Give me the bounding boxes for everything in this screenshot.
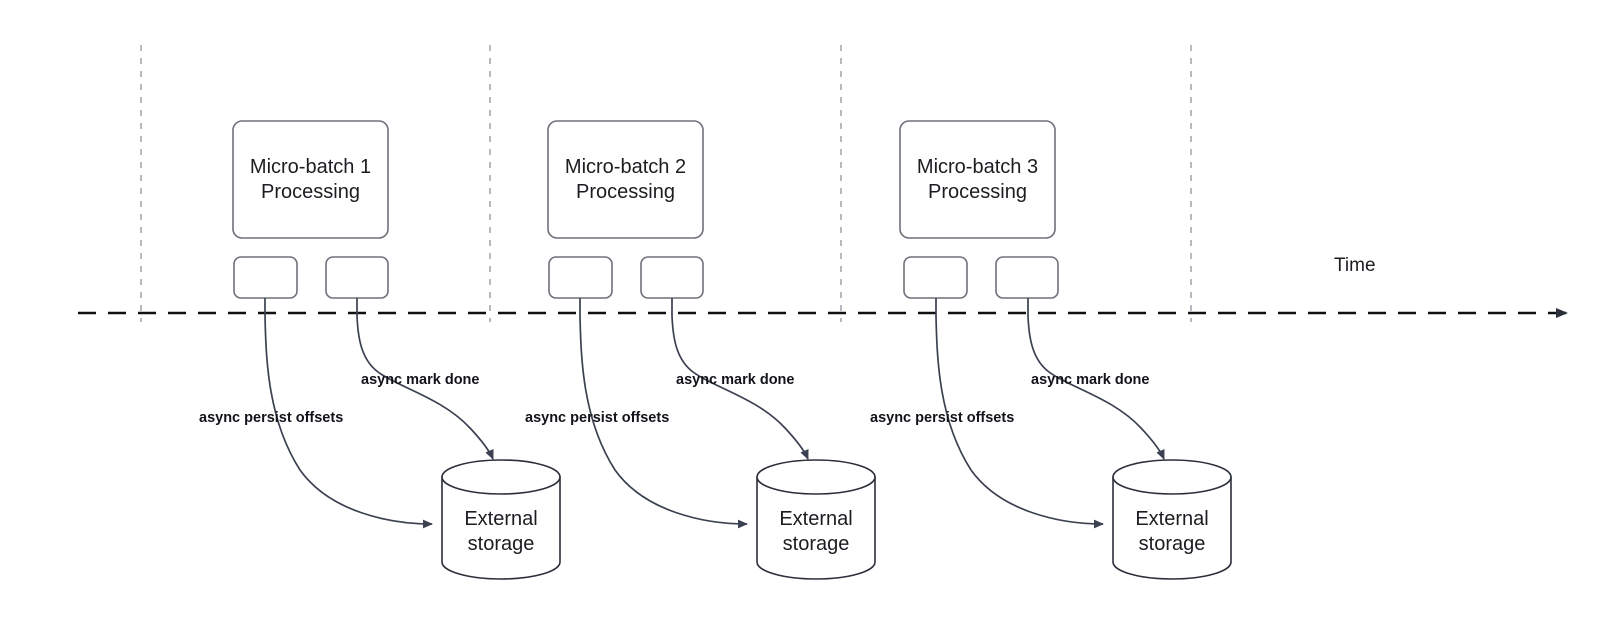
edge-async-mark-done-1 (356, 298, 494, 460)
micro-batch-1-box (232, 120, 389, 239)
group-2-shapes (547, 120, 876, 580)
external-storage-2-node[interactable] (757, 460, 875, 579)
edge-label-async-persist-offsets-3: async persist offsets (870, 410, 1015, 426)
edge-async-mark-done-2 (671, 298, 809, 460)
edge-async-mark-done-3 (1027, 298, 1165, 460)
edge-label-async-mark-done-3: async mark done (1031, 372, 1150, 388)
time-axis-label: Time (1334, 255, 1376, 276)
micro-batch-1-node[interactable] (233, 121, 388, 238)
edge-label-async-persist-offsets-1: async persist offsets (199, 410, 344, 426)
micro-batch-1-subtask-1-node[interactable] (234, 257, 297, 298)
micro-batch-3-box (899, 120, 1056, 239)
micro-batch-2-subtask-1-node[interactable] (549, 257, 612, 298)
micro-batch-2-box (547, 120, 704, 239)
micro-batch-3-subtask-2-box (995, 256, 1059, 299)
external-storage-2-cylinder (756, 459, 876, 580)
micro-batch-3-subtask-1-node[interactable] (904, 257, 967, 298)
group-1-shapes (232, 120, 561, 580)
edge-label-async-mark-done-1: async mark done (361, 372, 480, 388)
edge-async-persist-offsets-2 (579, 298, 748, 529)
external-storage-3-node[interactable] (1113, 460, 1231, 579)
external-storage-1-cylinder (441, 459, 561, 580)
micro-batch-1-subtask-2-node[interactable] (326, 257, 388, 298)
micro-batch-3-subtask-2-node[interactable] (996, 257, 1058, 298)
edge-label-async-persist-offsets-2: async persist offsets (525, 410, 670, 426)
external-storage-1-node[interactable] (442, 460, 560, 579)
edge-label-async-mark-done-2: async mark done (676, 372, 795, 388)
micro-batch-2-subtask-2-node[interactable] (641, 257, 703, 298)
micro-batch-2-node[interactable] (548, 121, 703, 238)
edge-async-persist-offsets-3 (935, 298, 1104, 529)
group-3-shapes (899, 120, 1232, 580)
edge-async-persist-offsets-1 (264, 298, 433, 529)
micro-batch-3-node[interactable] (900, 121, 1055, 238)
external-storage-3-cylinder (1112, 459, 1232, 580)
